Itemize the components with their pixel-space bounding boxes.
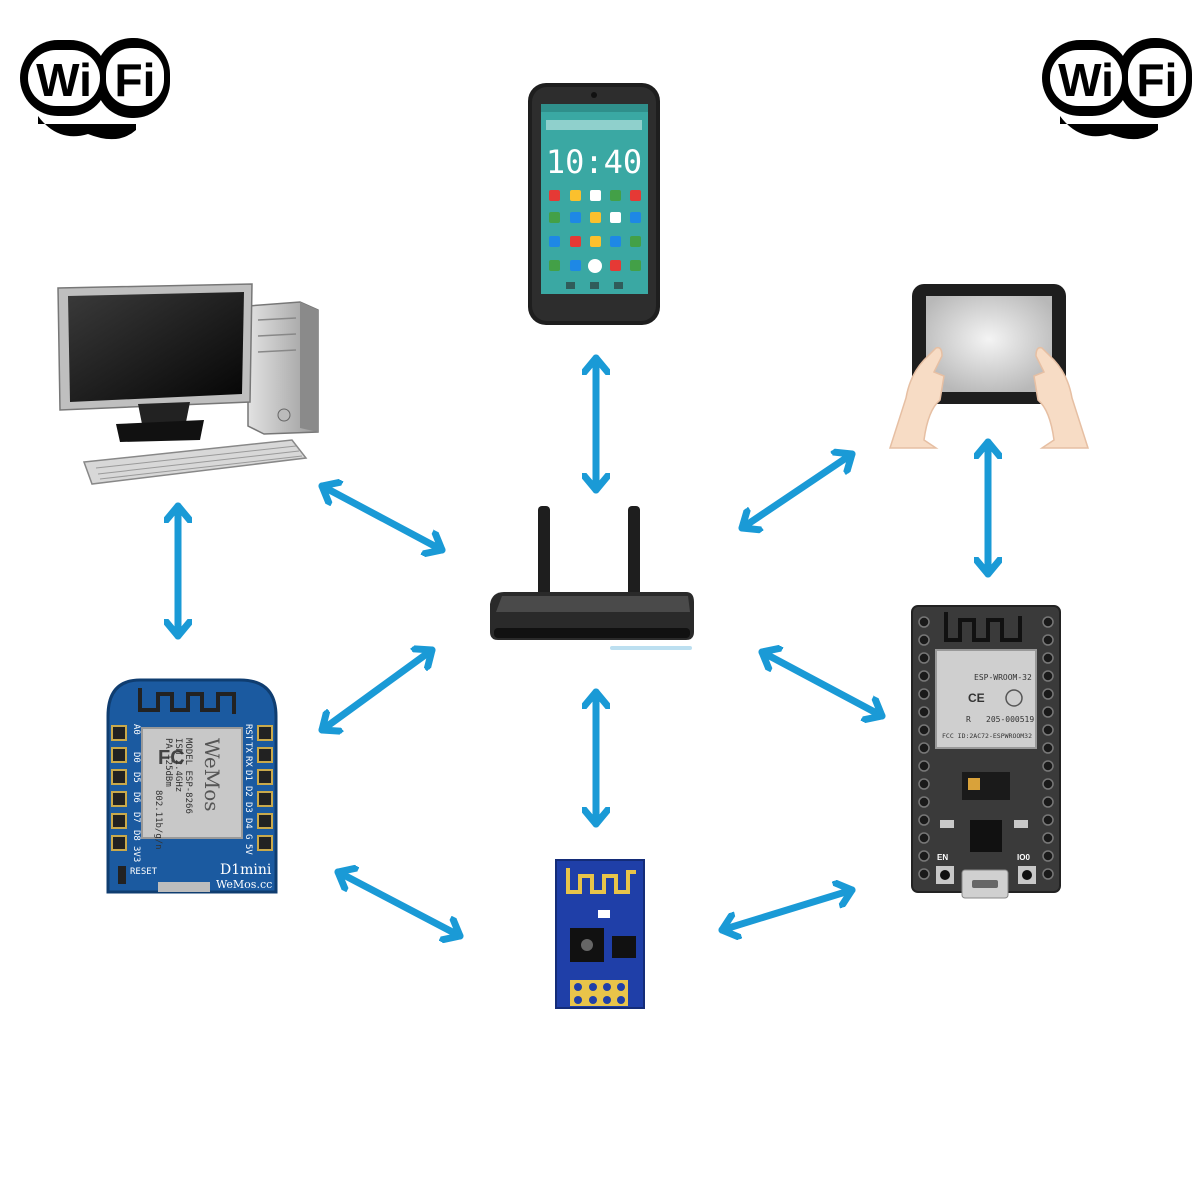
wemos-pin-label: D1: [243, 770, 253, 781]
esp01-module: [555, 859, 645, 1009]
wemos-pin-label: D0: [131, 752, 141, 763]
arrow-esp01-esp32: [718, 890, 856, 930]
phone-clock: 10:40: [546, 143, 642, 181]
wemos-pin-label: D2: [243, 786, 253, 797]
wemos-reset-label: RESET: [130, 867, 158, 877]
tablet-icon: [888, 284, 1090, 449]
wemos-pin-label: TX: [243, 742, 253, 753]
wemos-pin-label: D8: [131, 830, 141, 841]
wemos-pin-label: D7: [131, 812, 141, 823]
esp32-devkit-board: ESP-WROOM-32 CE R 205-000519 FCC ID:2AC7…: [911, 605, 1061, 899]
wemos-d1-mini-board: FC WeMos MODEL ESP-8266 ISM 2.4GHz PA +2…: [106, 678, 278, 894]
wifi-logo-left-text-b: Fi: [115, 54, 156, 106]
wemos-module-text-3: PA +25dBm: [163, 738, 173, 787]
arrow-router-wemos: [318, 650, 436, 730]
smartphone-icon: 10:40: [528, 83, 660, 325]
wemos-pin-label: A0: [131, 724, 141, 735]
wemos-pin-label: G: [243, 834, 253, 839]
router-icon: [490, 506, 694, 650]
wemos-pin-label: RX: [243, 756, 253, 767]
phone-app-grid: [549, 190, 641, 273]
arrow-router-tablet: [738, 454, 856, 528]
wemos-board-url: WeMos.cc: [216, 878, 272, 891]
wemos-pin-label: 3V3: [131, 846, 141, 862]
esp32-fcc-id: FCC ID:2AC72-ESPWROOM32: [942, 732, 1032, 740]
wemos-pin-label: D3: [243, 802, 253, 813]
wemos-module-text-2: ISM 2.4GHz: [173, 738, 183, 792]
wemos-pin-label: D5: [131, 772, 141, 783]
arrow-wemos-esp01: [334, 872, 464, 936]
wemos-module-brand: WeMos: [200, 738, 224, 812]
esp32-io0-label: IO0: [1017, 853, 1030, 862]
wemos-pin-label: D6: [131, 792, 141, 803]
wifi-logo-right-text-a: Wi: [1058, 54, 1114, 106]
desktop-computer-icon: [57, 283, 319, 485]
esp32-cert-code: 205-000519: [986, 715, 1034, 724]
wemos-module-text-4: 802.11b/g/n: [153, 790, 163, 850]
arrow-router-computer: [318, 486, 446, 550]
wemos-pin-label: 5V: [243, 844, 253, 855]
wifi-logo-left-text-a: Wi: [36, 54, 92, 106]
wemos-board-name: D1mini: [220, 862, 272, 878]
wifi-logo-left: Wi Fi: [20, 38, 170, 140]
wemos-fc-mark: FC: [158, 747, 185, 769]
esp32-r-mark: R: [966, 715, 971, 724]
wemos-module-text-1: MODEL ESP-8266: [183, 738, 193, 814]
wemos-pin-label: RST: [243, 724, 253, 741]
arrow-router-esp32: [758, 652, 886, 716]
esp32-module-name: ESP-WROOM-32: [974, 673, 1032, 682]
esp32-ce-mark: CE: [968, 691, 985, 705]
wemos-pin-label: D4: [243, 818, 253, 829]
wifi-logo-right-text-b: Fi: [1137, 54, 1178, 106]
esp32-en-label: EN: [937, 853, 948, 862]
wifi-logo-right: Wi Fi: [1042, 38, 1192, 140]
